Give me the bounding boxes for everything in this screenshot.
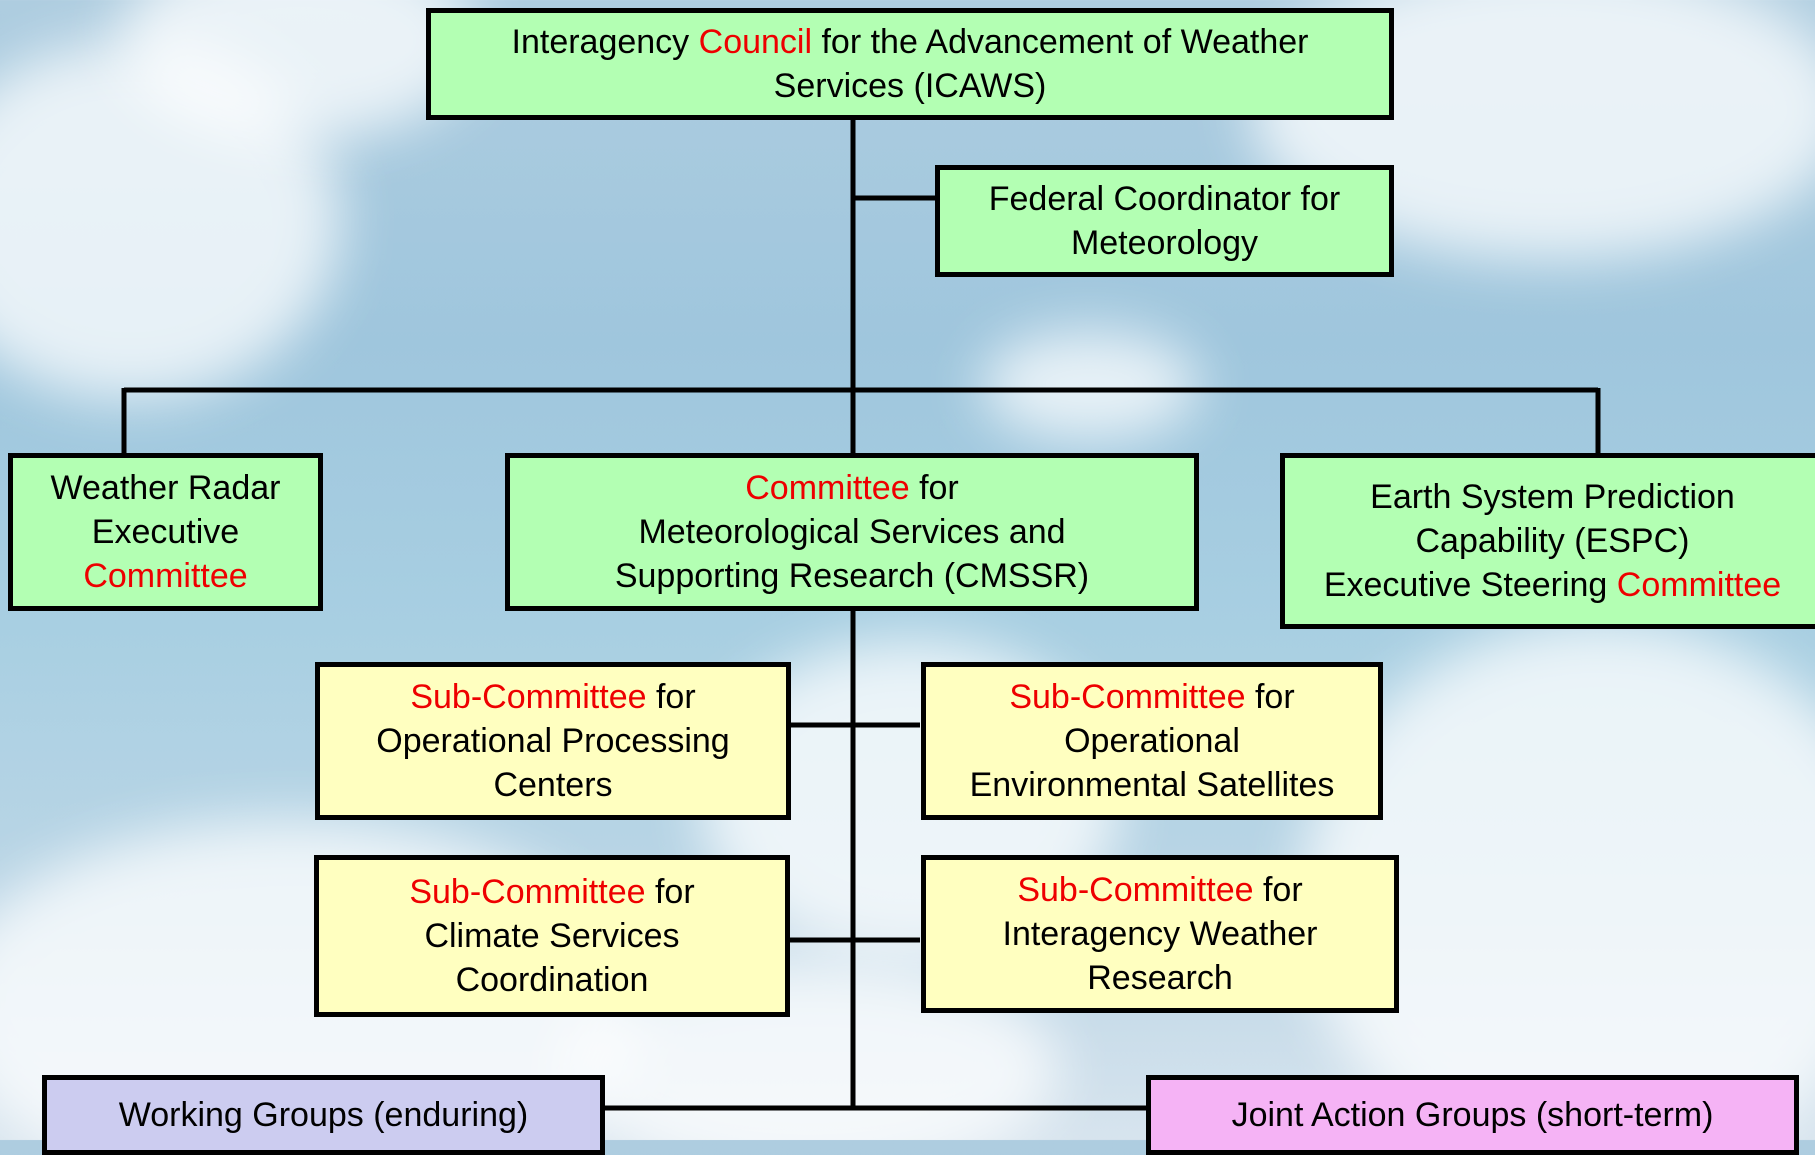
espc-box: Earth System Prediction Capability (ESPC… <box>1280 453 1815 629</box>
icaws-council-highlight: Council <box>698 23 813 61</box>
working-groups-box: Working Groups (enduring) <box>42 1075 605 1155</box>
icaws-title-line1: Interagency Council for the Advancement … <box>511 23 1309 61</box>
weather-radar-committee-box: Weather Radar Executive Committee <box>8 453 323 611</box>
icaws-box: Interagency Council for the Advancement … <box>426 8 1394 120</box>
subcommittee-climate-services-coordination-box: Sub-Committee for Climate Services Coord… <box>314 855 790 1017</box>
subcommittee-operational-environmental-satellites-box: Sub-Committee for Operational Environmen… <box>921 662 1383 820</box>
subcommittee-operational-processing-centers-box: Sub-Committee for Operational Processing… <box>315 662 791 820</box>
cmssr-box: Committee for Meteorological Services an… <box>505 453 1199 611</box>
federal-coordinator-box: Federal Coordinator for Meteorology <box>935 165 1394 277</box>
joint-action-groups-box: Joint Action Groups (short-term) <box>1146 1075 1799 1155</box>
icaws-title-line2: Services (ICAWS) <box>773 67 1047 105</box>
subcommittee-interagency-weather-research-box: Sub-Committee for Interagency Weather Re… <box>921 855 1399 1013</box>
